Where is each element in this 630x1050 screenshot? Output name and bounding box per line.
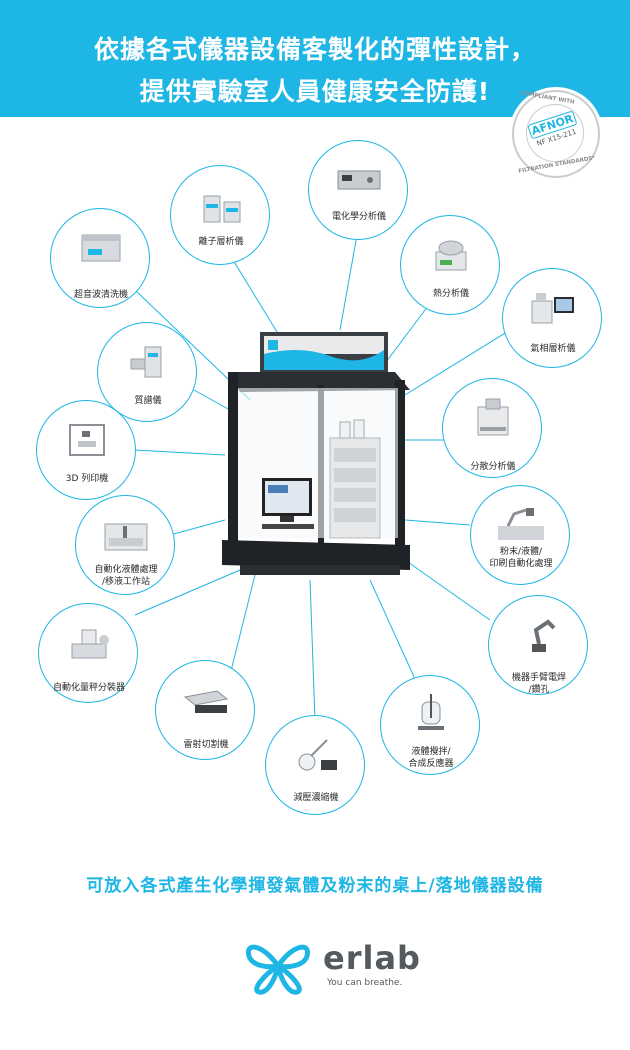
equipment-liquid-handling-workstation: 自動化液體處理/移液工作站 (75, 495, 175, 595)
equipment-mass-spectrometer: 質譜儀 (97, 322, 197, 422)
equipment-label-line-2: /移液工作站 (101, 577, 151, 587)
equipment-label: 氣相層析儀 (530, 344, 576, 354)
ion-chromatograph-icon (203, 195, 241, 223)
equipment-rotary-evaporator: 減壓濃縮機 (265, 715, 365, 815)
equipment-liquid-mixing-reactor: 液體攪拌/合成反應器 (380, 675, 480, 775)
equipment-label-line-2: /鑽孔 (528, 685, 550, 695)
equipment-label: 熱分析儀 (432, 289, 469, 299)
electrochemical-analyzer-icon (337, 170, 381, 190)
equipment-label: 離子層析儀 (198, 237, 244, 247)
equipment-automatic-weighing-dispenser: 自動化量秤分裝器 (38, 603, 138, 703)
logo-tagline: You can breathe. (327, 978, 403, 988)
equipment-ultrasonic-cleaner: 超音波清洗機 (50, 208, 150, 308)
equipment-label: 粉末/液體/印刷自動化處理 (451, 546, 591, 570)
robotic-arm-icon (532, 619, 556, 652)
equipment-label-line-1: 機器手臂電焊 (511, 673, 566, 683)
equipment-label-line-2: 合成反應器 (408, 759, 454, 769)
bottom-headline: 可放入各式產生化學揮發氣體及粉末的桌上/落地儀器設備 (86, 876, 544, 896)
equipment-label: 液體攪拌/合成反應器 (361, 746, 501, 770)
erlab-logo: erlab You can breathe. (243, 934, 420, 998)
equipment-electrochemical-analyzer: 電化學分析儀 (308, 140, 408, 240)
weighing-dispenser-icon (71, 629, 109, 659)
equipment-label: 質譜儀 (134, 396, 162, 406)
equipment-label: 機器手臂電焊/鑽孔 (469, 672, 609, 696)
laser-cutter-icon (183, 690, 229, 713)
equipment-laser-cutter: 雷射切割機 (155, 660, 255, 760)
equipment-label: 自動化液體處理/移液工作站 (56, 564, 196, 588)
equipment-label: 自動化量秤分裝器 (52, 683, 125, 693)
reactor-icon (418, 694, 444, 730)
equipment-thermal-analyzer: 熱分析儀 (400, 215, 500, 315)
afnor-compliance-badge: COMPLIANT WITH AFNOR NF X15-211 FILTRATI… (512, 90, 600, 178)
equipment-powder-liquid-automation: 粉末/液體/印刷自動化處理 (470, 485, 570, 585)
equipment-robotic-arm-welding: 機器手臂電焊/鑽孔 (488, 595, 588, 695)
robotic-automation-icon (498, 508, 544, 540)
ultrasonic-cleaner-icon (81, 234, 121, 262)
gas-chromatograph-icon (531, 293, 574, 324)
header-line-1: 依據各式儀器設備客製化的彈性設計， (93, 35, 536, 64)
equipment-label: 減壓濃縮機 (293, 793, 339, 803)
rotary-evaporator-icon (298, 739, 337, 771)
3d-printer-icon (69, 424, 105, 456)
equipment-label-line-1: 液體攪拌/ (411, 747, 451, 757)
equipment-label: 3D 列印機 (65, 474, 109, 484)
dispersion-analyzer-icon (477, 398, 509, 436)
equipment-label-line-1: 自動化液體處理 (94, 565, 158, 575)
equipment-label: 電化學分析儀 (331, 212, 386, 222)
equipment-label-line-2: 印刷自動化處理 (489, 559, 553, 569)
equipment-label: 超音波清洗機 (73, 290, 128, 300)
equipment-label: 雷射切割機 (183, 740, 229, 750)
equipment-3d-printer: 3D 列印機 (36, 400, 136, 500)
header-line-2: 提供實驗室人員健康安全防護! (139, 77, 491, 106)
equipment-ion-chromatograph: 離子層析儀 (170, 165, 270, 265)
equipment-label-line-1: 粉末/液體/ (499, 547, 543, 557)
mass-spectrometer-icon (130, 346, 162, 378)
thermal-analyzer-icon (435, 240, 467, 271)
liquid-handling-workstation-icon (104, 523, 148, 551)
logo-wordmark: erlab (323, 939, 421, 977)
butterfly-logo-icon (245, 944, 311, 995)
equipment-dispersion-analyzer: 分散分析儀 (442, 378, 542, 478)
equipment-gas-chromatograph: 氣相層析儀 (502, 268, 602, 368)
equipment-label: 分散分析儀 (470, 462, 516, 472)
header-banner: 依據各式儀器設備客製化的彈性設計， 提供實驗室人員健康安全防護! (0, 0, 630, 117)
